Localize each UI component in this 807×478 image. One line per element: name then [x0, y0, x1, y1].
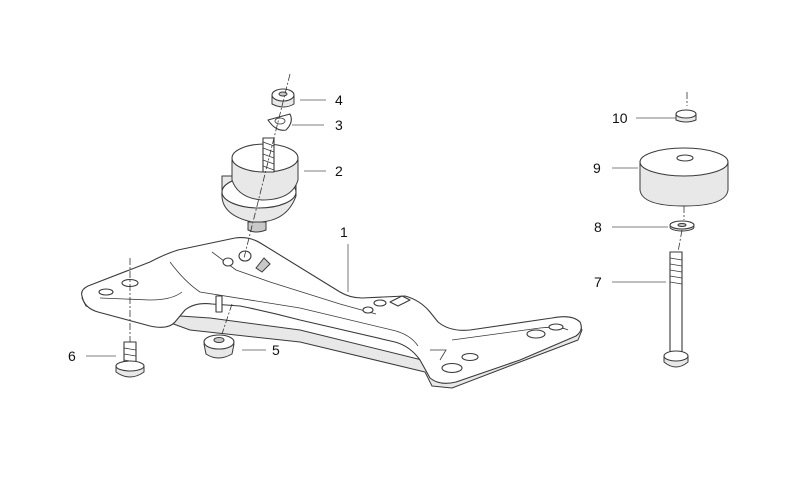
leader-lines — [86, 99, 676, 357]
assembly-axes — [129, 73, 688, 342]
flange-nut[interactable] — [203, 334, 235, 359]
rubber-bumper[interactable] — [639, 147, 729, 207]
flange-bolt-left[interactable] — [115, 341, 145, 378]
lock-washer[interactable] — [267, 113, 292, 131]
callout-10: 10 — [612, 110, 628, 126]
hex-nut-top[interactable] — [271, 88, 295, 108]
callout-2: 2 — [335, 163, 343, 179]
long-bolt[interactable] — [663, 251, 689, 368]
crossmember-bracket[interactable] — [81, 237, 583, 389]
callout-8: 8 — [594, 219, 602, 235]
callout-3: 3 — [335, 117, 343, 133]
hex-nut-right[interactable] — [675, 109, 697, 123]
callout-4: 4 — [335, 92, 343, 108]
callout-5: 5 — [272, 342, 280, 358]
flat-washer[interactable] — [669, 220, 695, 232]
callout-7: 7 — [594, 274, 602, 290]
callout-9: 9 — [593, 160, 601, 176]
rubber-mount[interactable] — [221, 137, 299, 233]
callout-6: 6 — [68, 348, 76, 364]
callout-1: 1 — [340, 224, 348, 240]
